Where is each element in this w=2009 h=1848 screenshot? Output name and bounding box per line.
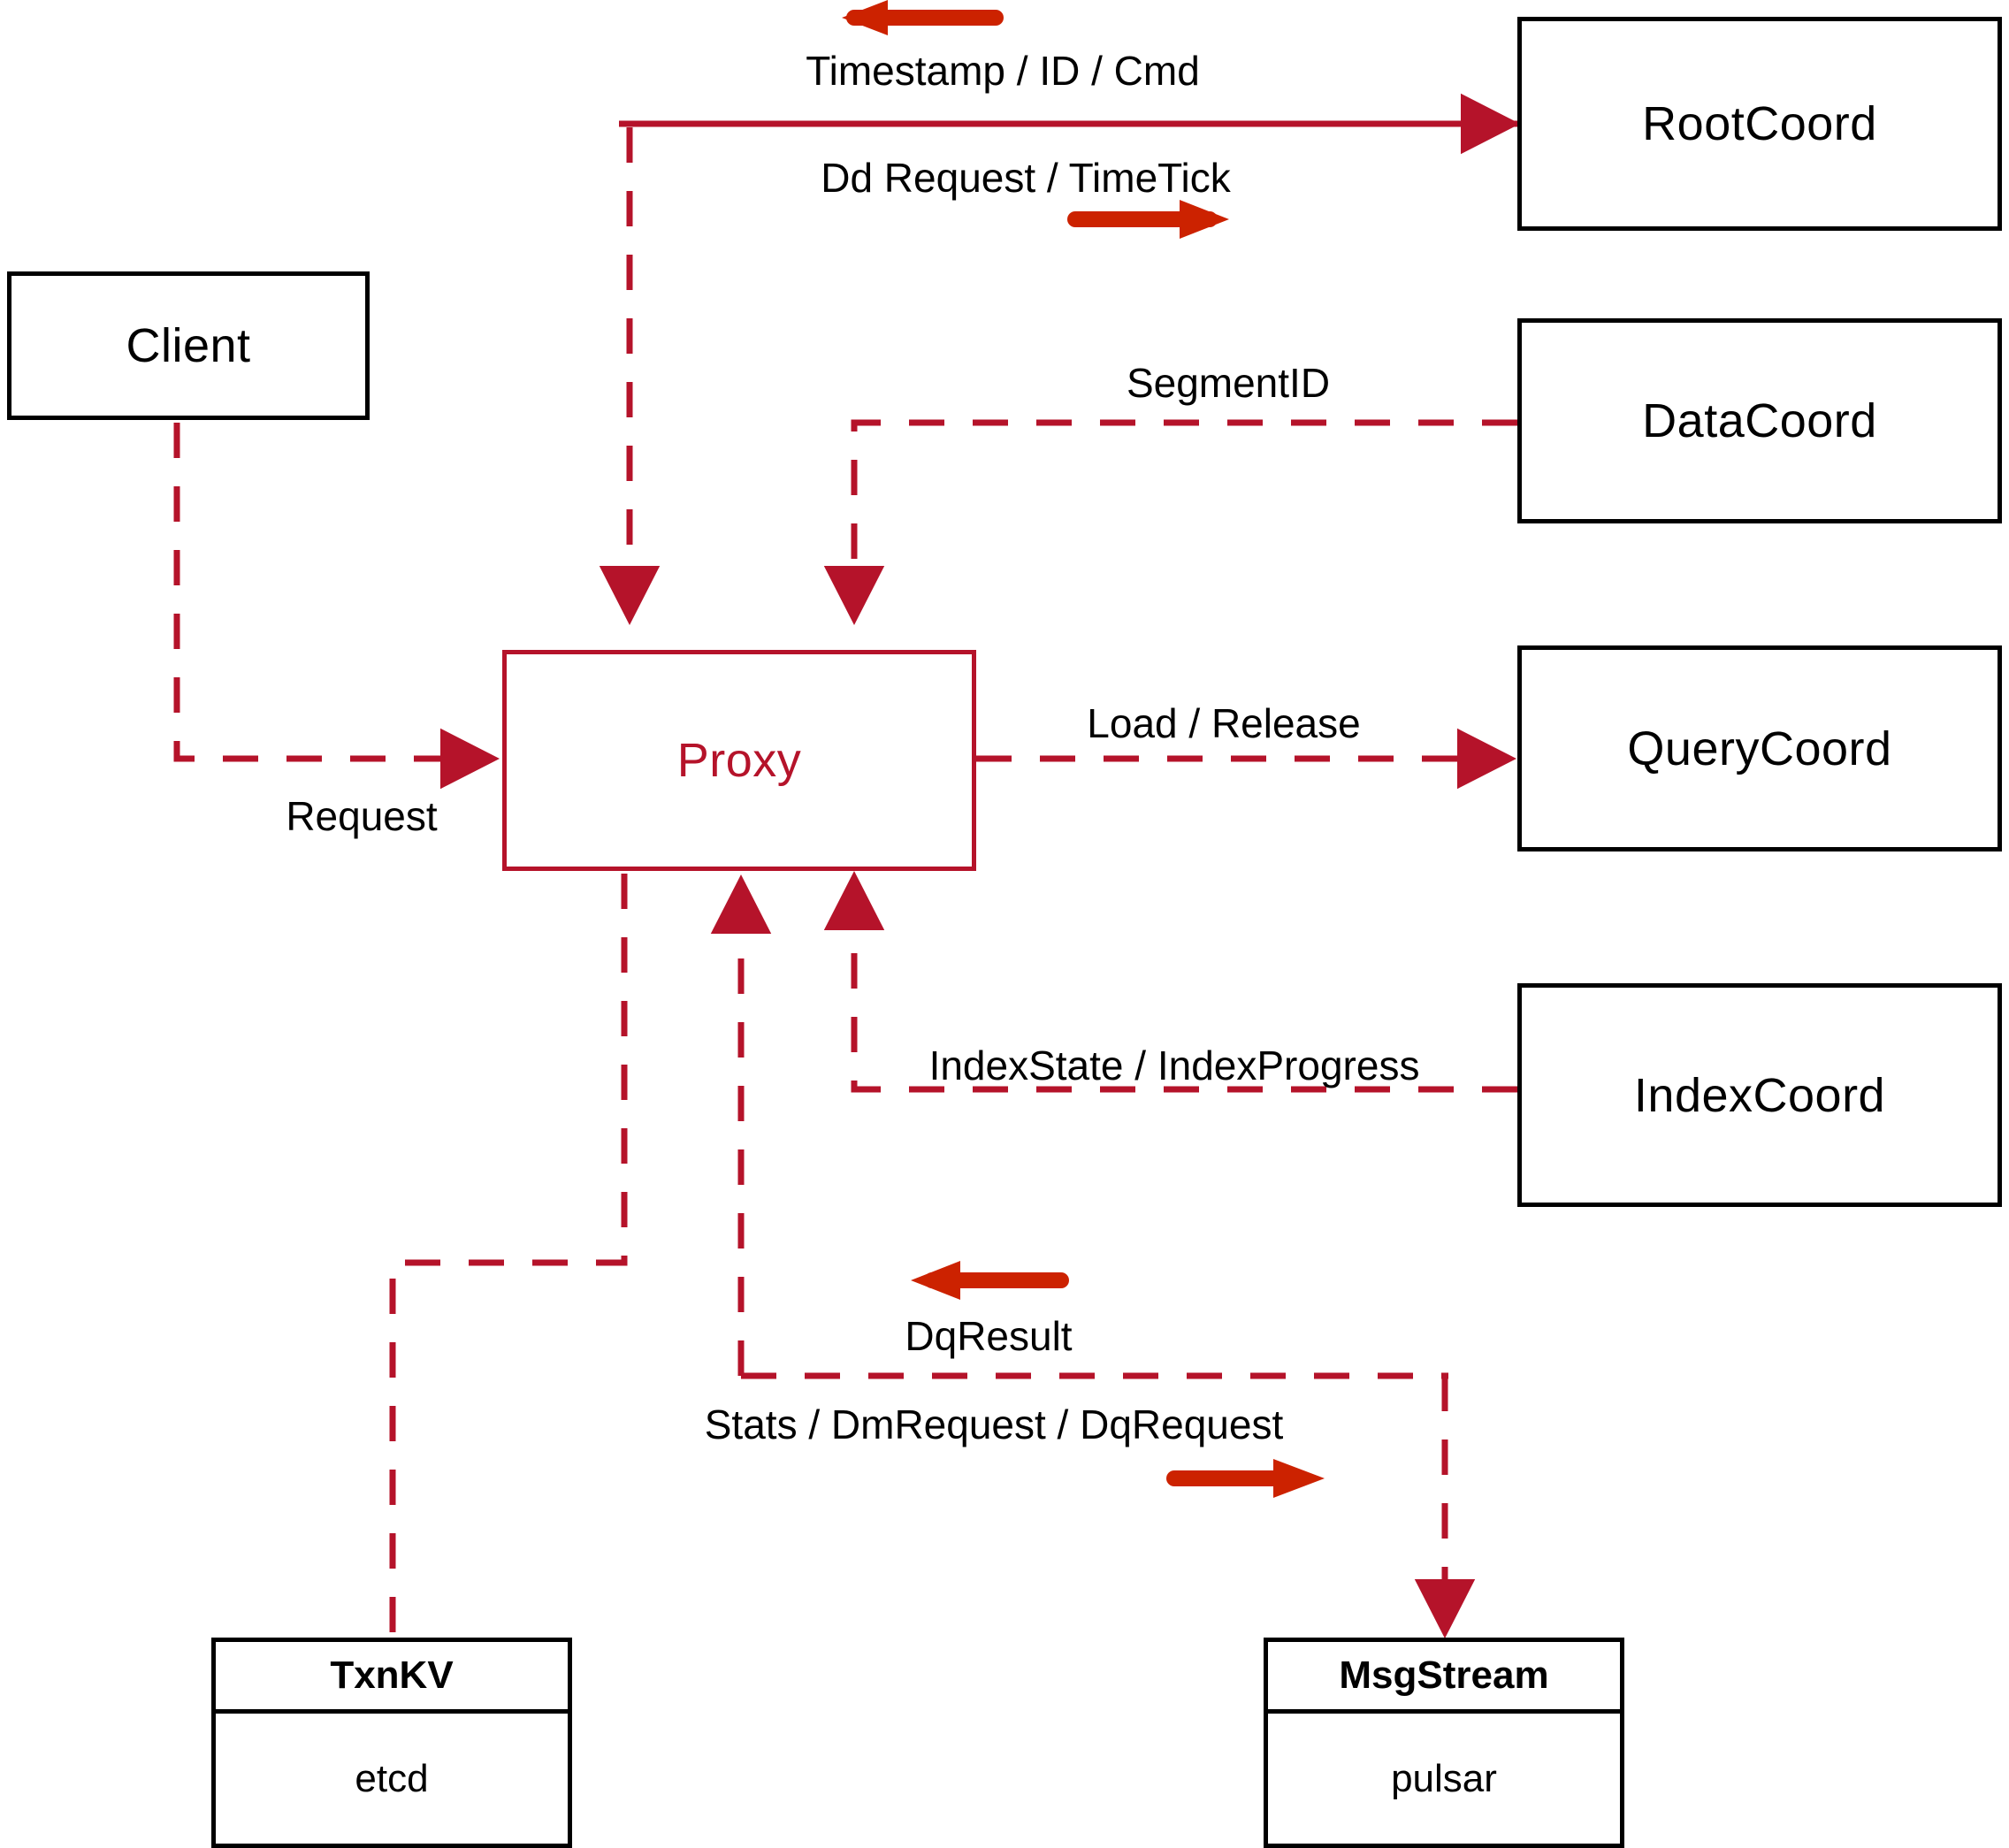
edge-indexcoord-to-proxy [823, 871, 1517, 1093]
edge-label-load-release: Load / Release [1087, 700, 1361, 746]
edge-label-stats-dm-dq-request: Stats / DmRequest / DqRequest [704, 1401, 1284, 1447]
node-msgstream-title: MsgStream [1268, 1642, 1620, 1714]
node-rootcoord-label: RootCoord [1642, 97, 1877, 150]
edge-label-request: Request [286, 793, 438, 839]
edge-label-dd-request-timetick: Dd Request / TimeTick [821, 155, 1231, 201]
direction-arrow-stats-request [1166, 1459, 1325, 1498]
node-proxy-label: Proxy [676, 734, 802, 787]
node-client-label: Client [126, 319, 251, 372]
node-datacoord[interactable]: DataCoord [1517, 318, 2002, 523]
edge-client-to-proxy [173, 423, 500, 790]
direction-arrow-timestamp [842, 0, 1004, 35]
node-txnkv-title: TxnKV [216, 1642, 568, 1714]
edge-label-index-state-progress: IndexState / IndexProgress [928, 1042, 1420, 1088]
edge-proxy-to-txnkv [389, 874, 628, 1638]
node-txnkv[interactable]: TxnKV etcd [211, 1638, 572, 1848]
node-indexcoord[interactable]: IndexCoord [1517, 983, 2002, 1207]
direction-arrow-dq-result [911, 1261, 1069, 1300]
node-querycoord-label: QueryCoord [1627, 722, 1892, 775]
direction-arrow-dd-request [1067, 200, 1229, 239]
node-querycoord[interactable]: QueryCoord [1517, 645, 2002, 851]
edge-proxy-to-msgstream [741, 1372, 1476, 1638]
node-indexcoord-label: IndexCoord [1633, 1068, 1886, 1122]
node-msgstream[interactable]: MsgStream pulsar [1264, 1638, 1624, 1848]
node-datacoord-label: DataCoord [1642, 394, 1877, 447]
edge-rootcoord-to-proxy [599, 120, 1517, 625]
edge-label-timestamp-id-cmd: Timestamp / ID / Cmd [806, 48, 1200, 94]
node-client[interactable]: Client [7, 271, 370, 420]
edge-datacoord-to-proxy [823, 419, 1517, 625]
node-proxy[interactable]: Proxy [502, 650, 976, 871]
node-msgstream-impl: pulsar [1391, 1756, 1497, 1800]
edge-label-segment-id: SegmentID [1126, 360, 1331, 406]
node-txnkv-impl: etcd [355, 1756, 429, 1800]
edge-label-dq-result: DqResult [905, 1313, 1073, 1359]
node-rootcoord[interactable]: RootCoord [1517, 17, 2002, 231]
